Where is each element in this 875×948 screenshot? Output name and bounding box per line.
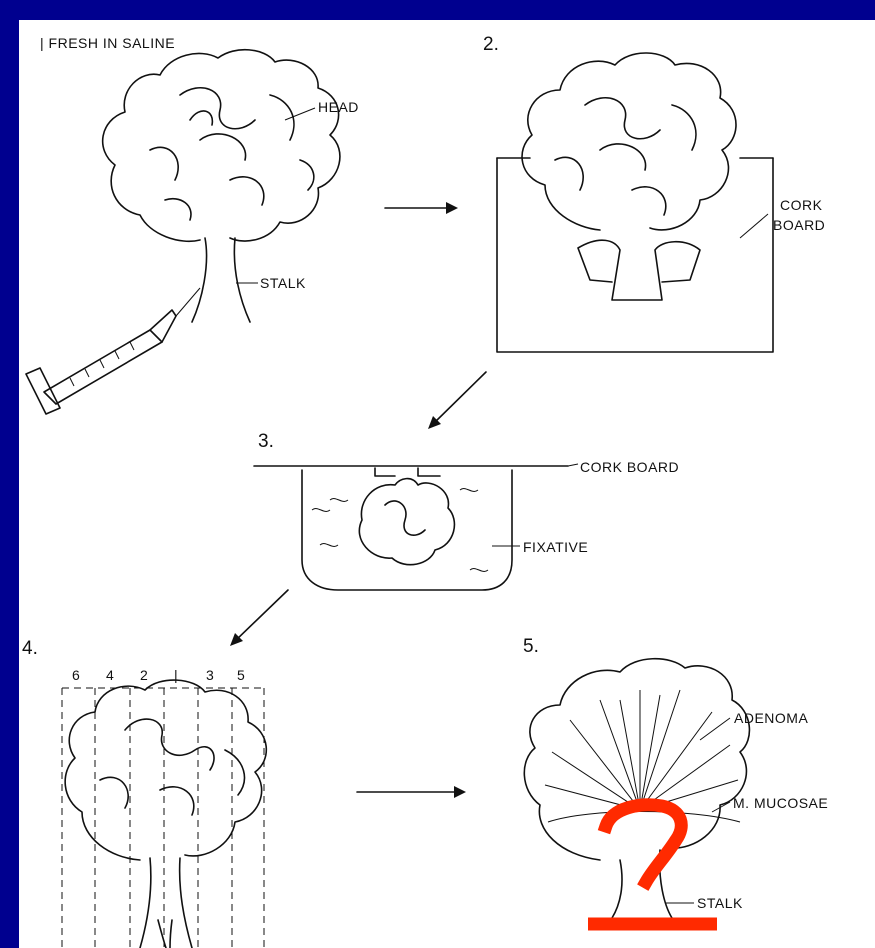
polyp-step2: CORK BOARD xyxy=(497,53,825,352)
submerged-polyp xyxy=(359,479,454,565)
polyp-step1: HEAD STALK xyxy=(103,50,359,322)
step2-number: 2. xyxy=(483,34,499,55)
label-fixative: FIXATIVE xyxy=(523,539,588,555)
polyp-head-folds xyxy=(150,88,314,220)
polyp-cross-section: ADENOMA M. MUCOSAE STALK xyxy=(524,659,828,918)
container-outline xyxy=(302,470,512,590)
muscularis-line xyxy=(548,812,740,823)
sectioned-polyp xyxy=(62,680,266,948)
fixative-container: CORK BOARD FIXATIVE xyxy=(254,459,679,590)
label-adenoma: ADENOMA xyxy=(734,710,808,726)
polyp-head-folds-2 xyxy=(555,98,696,215)
radial-glands xyxy=(545,690,738,810)
label-stalk-5: STALK xyxy=(697,895,743,911)
section-number: 6 xyxy=(72,667,80,683)
polyp-section-outline xyxy=(524,659,749,860)
section-number: 2 xyxy=(140,667,148,683)
syringe xyxy=(26,288,200,414)
label-cork-2b: BOARD xyxy=(773,217,825,233)
polyp-head-folds-4 xyxy=(100,719,244,815)
label-m-mucosae: M. MUCOSAE xyxy=(733,795,828,811)
polyp-head-outline xyxy=(103,50,340,242)
section-number: 3 xyxy=(206,667,214,683)
step3-number: 3. xyxy=(258,431,274,452)
section-numbers: 6 4 2 | 3 5 xyxy=(72,667,245,683)
label-head: HEAD xyxy=(318,99,359,115)
polyp-stalk-4 xyxy=(140,858,192,948)
section-cut-lines xyxy=(95,688,232,948)
cork-board-2 xyxy=(497,158,773,352)
label-stalk: STALK xyxy=(260,275,306,291)
annotation-hook xyxy=(606,805,681,882)
step5-number: 5. xyxy=(523,636,539,657)
arrow-4-to-5 xyxy=(357,786,466,798)
pinned-stalk-2 xyxy=(578,240,700,300)
section-box xyxy=(62,688,264,948)
arrow-2-to-3 xyxy=(428,372,486,429)
arrow-3-to-4 xyxy=(230,590,288,646)
step1-title: | FRESH IN SALINE xyxy=(40,35,175,51)
label-cork-board-3: CORK BOARD xyxy=(580,459,679,475)
polyp-head-outline-2 xyxy=(522,53,736,230)
section-number: 5 xyxy=(237,667,245,683)
section-number: 4 xyxy=(106,667,114,683)
polyp-stalk xyxy=(192,238,250,322)
arrow-1-to-2 xyxy=(385,202,458,214)
step4-number: 4. xyxy=(22,638,38,659)
label-cork-2a: CORK xyxy=(780,197,823,213)
